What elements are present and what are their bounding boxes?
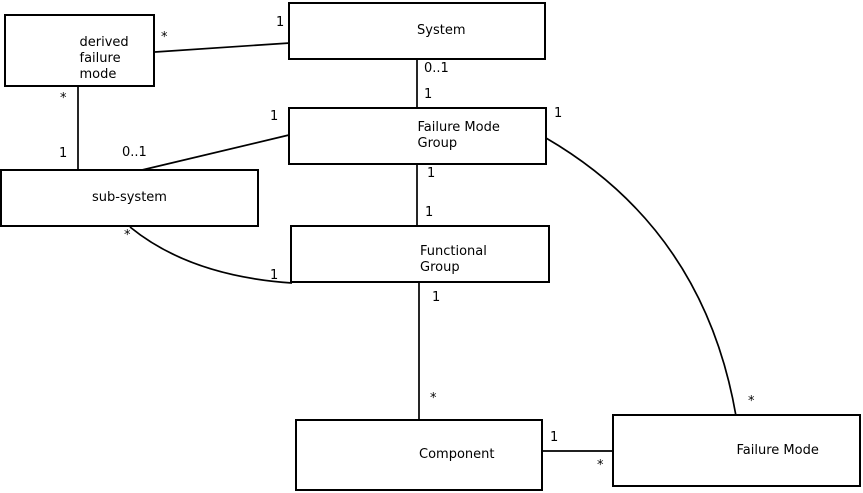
entity-failure-mode-group: Failure Mode Group: [288, 107, 547, 165]
entity-component: Component: [295, 419, 543, 491]
entity-functional-group: Functional Group: [290, 225, 550, 283]
entity-derived-failure-mode: derived failure mode: [4, 14, 155, 87]
mult-failure-mode-group-functional-group-source: 1: [427, 166, 436, 181]
mult-system-failure-mode-group-source: 0..1: [424, 61, 449, 76]
entity-component-label: Component: [419, 447, 495, 462]
entity-system: System: [288, 2, 546, 60]
line-sub-system-functional-group: [129, 226, 293, 284]
mult-functional-group-component-target: *: [430, 391, 437, 406]
line-derived-failure-mode-system: [154, 42, 291, 53]
mult-derived-failure-mode-sub-system-source: *: [60, 91, 67, 106]
entity-system-label: System: [417, 23, 466, 38]
mult-functional-group-component-source: 1: [432, 290, 441, 305]
mult-derived-failure-mode-system-source: *: [161, 30, 168, 45]
entity-sub-system: sub-system: [0, 169, 259, 227]
mult-failure-mode-group-failure-mode-source: 1: [554, 106, 563, 121]
entity-failure-mode-label: Failure Mode: [736, 442, 819, 458]
mult-component-failure-mode-source: 1: [550, 430, 559, 445]
mult-failure-mode-group-failure-mode-target: *: [748, 394, 755, 409]
mult-sub-system-functional-group-target: 1: [270, 268, 279, 283]
mult-derived-failure-mode-sub-system-target: 1: [59, 146, 68, 161]
mult-system-failure-mode-group-target: 1: [424, 87, 433, 102]
entity-failure-mode: Failure Mode: [612, 414, 861, 487]
line-failure-mode-group-sub-system: [141, 134, 290, 171]
line-failure-mode-group-failure-mode: [545, 137, 737, 417]
entity-sub-system-label: sub-system: [92, 190, 167, 205]
mult-component-failure-mode-target: *: [597, 458, 604, 473]
mult-derived-failure-mode-system-target: 1: [276, 15, 285, 30]
mult-failure-mode-group-functional-group-target: 1: [425, 205, 434, 220]
entity-derived-failure-mode-label: derived failure mode: [79, 35, 129, 82]
mult-failure-mode-group-sub-system-target: 0..1: [122, 145, 147, 160]
entity-failure-mode-group-label: Failure Mode Group: [417, 120, 500, 151]
mult-sub-system-functional-group-source: *: [124, 228, 131, 243]
mult-failure-mode-group-sub-system-source: 1: [270, 109, 279, 124]
entity-functional-group-label: Functional Group: [420, 244, 487, 275]
